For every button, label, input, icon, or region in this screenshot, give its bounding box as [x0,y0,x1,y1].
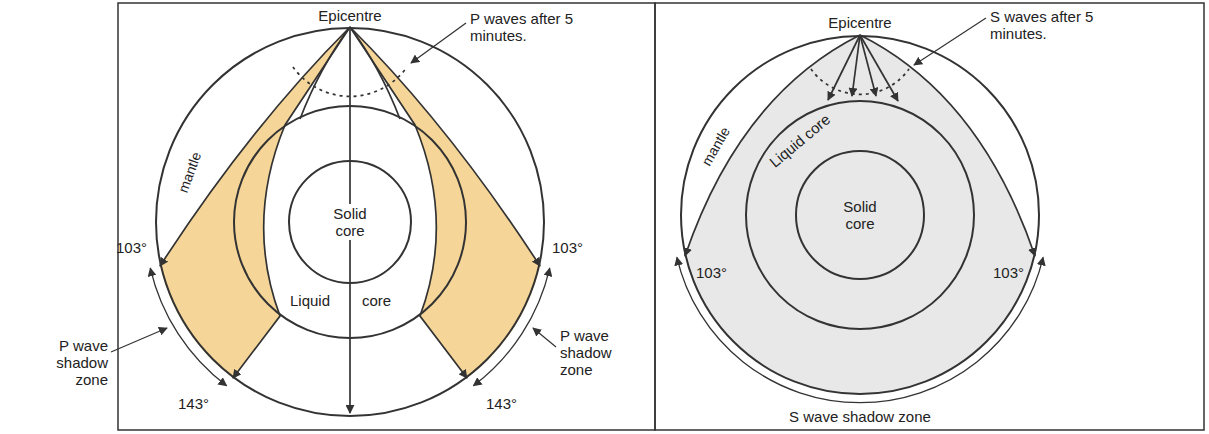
angle-label: 143° [178,395,209,412]
leader-line [914,18,986,65]
epicentre-label: Epicentre [318,7,381,24]
angle-label: 103° [993,264,1024,281]
zone-arrow [150,268,226,386]
p-wave-ray [350,27,467,378]
p-wave-ray [233,27,350,378]
wavefront-arc [293,67,407,96]
wavefront-note: S waves after 5 minutes. [990,8,1150,42]
shadow-zone-fill [685,35,1035,394]
zone-label: S wave shadow zone [789,408,931,425]
leader-line [533,328,556,347]
earth-circle: Solid coreLiquid core mantle [155,27,545,417]
layer-name: mantle [698,124,734,169]
wavefront-note: P waves after 5 minutes. [470,10,620,44]
epicentre-label: Epicentre [828,14,891,31]
panel-frame [655,3,1204,430]
layer-name: Solid core [322,204,378,240]
s-wave-ray [860,35,1035,256]
layer-name: mantle [175,149,205,194]
liquid-core-circle: Solid coreLiquid core [745,100,975,330]
solid-core-circle: Solid core [795,150,925,280]
p-wave-ray [350,27,540,266]
s-wave-ray [685,35,860,256]
shadow-zone-fill [160,27,350,378]
zone-label: P wave shadow zone [560,327,640,378]
s-wave-ray [860,35,876,96]
leader-line [111,328,167,352]
layer-name: Liquid core [766,110,833,170]
liquid-core-circle: Solid coreLiquid core [233,105,467,339]
zone-label: P wave shadow zone [28,337,108,388]
leader-line [411,23,466,63]
zone-arrow [473,268,549,386]
angle-label: 143° [486,395,517,412]
s-wave-ray [860,35,898,101]
layer-name: Solid core [834,198,886,232]
panel-frame [118,3,655,430]
earth-circle: Solid coreLiquid core mantle [680,35,1040,395]
layer-name: core [362,292,391,309]
wavefront-arc [811,69,909,94]
angle-label: 103° [696,264,727,281]
angle-label: 103° [552,239,583,256]
layer-name: Liquid [290,292,330,309]
solid-core-circle: Solid core [288,160,412,284]
s-wave-ray [828,35,860,100]
s-wave-ray [852,35,860,96]
angle-label: 103° [116,239,147,256]
shadow-zone-fill [350,27,540,378]
